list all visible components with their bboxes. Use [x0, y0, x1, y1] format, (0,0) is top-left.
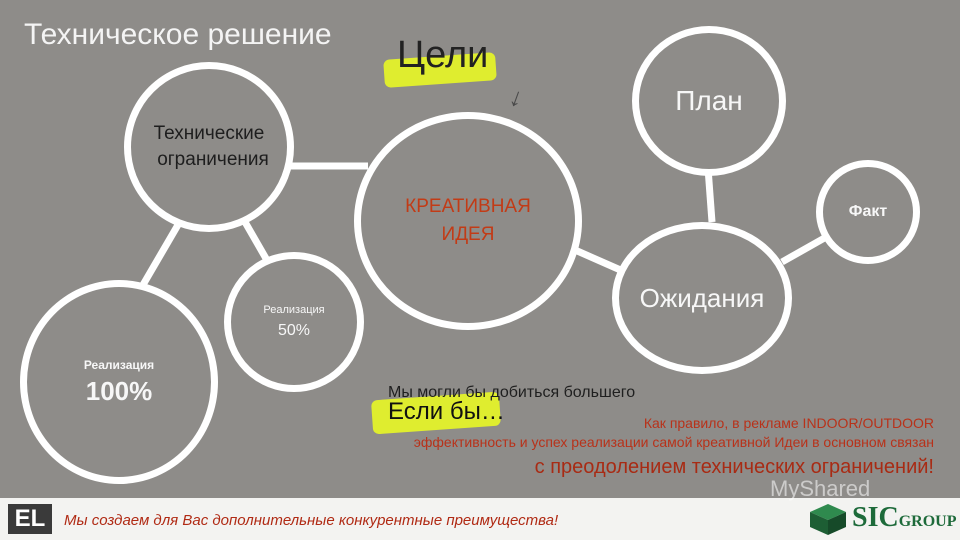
creative-line2: ИДЕЯ: [441, 224, 495, 245]
node-fact: Факт: [816, 160, 920, 264]
el-badge: EL: [8, 504, 52, 534]
impl100-label: Реализация: [83, 357, 155, 372]
impl50-label: Реализация: [263, 304, 325, 316]
slide-title: Техническое решение: [24, 18, 332, 51]
tech-limits-line1: Технические: [153, 123, 265, 144]
link-tech-impl50: [241, 220, 272, 264]
expectations-label: Ожидания: [639, 282, 765, 313]
node-tech-limits: Технические ограничения: [124, 62, 294, 232]
watermark-text: MyShared: [770, 476, 871, 501]
note-line1: Как правило, в рекламе INDOOR/OUTDOOR: [643, 415, 934, 431]
link-plan-expectations: [704, 167, 716, 223]
note-line3: с преодолением технических ограничений!: [534, 456, 934, 478]
cube-logo-icon: [810, 504, 846, 535]
link-tech-impl100: [136, 216, 186, 292]
logo-main: SIC: [852, 502, 899, 533]
fact-label: Факт: [848, 203, 888, 220]
footer-bar: EL Мы создаем для Вас дополнительные кон…: [0, 498, 960, 540]
if-only-text: Если бы…: [388, 398, 505, 425]
plan-label: План: [675, 85, 743, 116]
note-line2: эффективность и успех реализации самой к…: [413, 434, 934, 450]
node-plan: План: [632, 26, 786, 176]
impl100-value: 100%: [85, 375, 153, 406]
link-creative-expectations: [573, 246, 627, 276]
footer-slogan: Мы создаем для Вас дополнительные конкур…: [64, 512, 559, 529]
node-impl-100: Реализация 100%: [20, 280, 218, 484]
impl50-value: 50%: [277, 322, 311, 339]
company-logo: SICGROUP: [852, 502, 956, 534]
creative-line1: КРЕАТИВНАЯ: [405, 196, 531, 217]
node-impl-50: Реализация 50%: [224, 252, 364, 392]
logo-sub: GROUP: [898, 513, 957, 530]
maybe-text: Мы могли бы добиться большего: [388, 384, 636, 401]
link-fact-expectations: [780, 232, 830, 266]
goals-heading: Цели: [397, 34, 489, 76]
tech-limits-line2: ограничения: [157, 149, 269, 170]
node-expectations: Ожидания: [612, 222, 792, 374]
node-creative-idea: КРЕАТИВНАЯ ИДЕЯ: [354, 112, 582, 330]
